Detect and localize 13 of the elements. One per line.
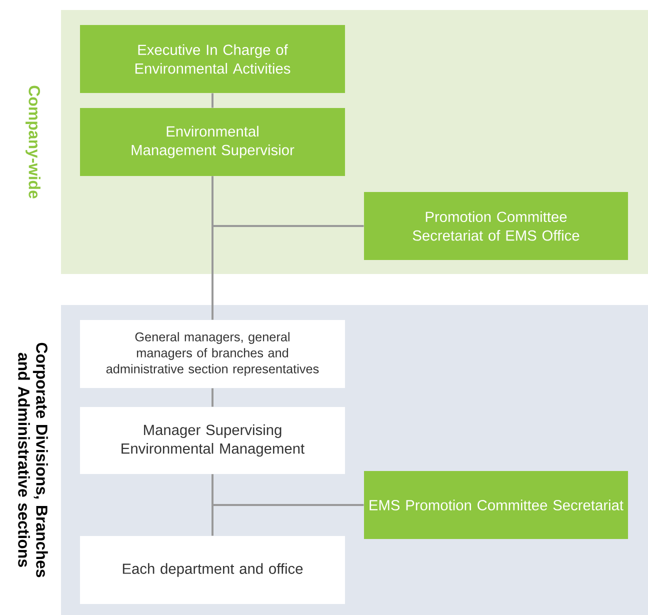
connector-line (212, 93, 214, 108)
org-box: Each department and office (80, 536, 345, 604)
org-box: EMS Promotion Committee Secretariat (364, 471, 628, 539)
org-box: General managers, general managers of branches and administrative section representatives (80, 320, 345, 388)
connector-line (212, 474, 364, 506)
org-box: Environmental Management Supervisior (80, 108, 345, 176)
connector-line (212, 388, 214, 407)
org-box: Executive In Charge of Environmental Activities (80, 25, 345, 93)
node-label: Company-wide (26, 86, 40, 198)
node-label: Corporate Divisions, Branches and Administrative sections (18, 342, 48, 578)
connector-line (212, 176, 364, 227)
org-box: Promotion Committee Secretariat of EMS Office (364, 192, 628, 260)
org-box: Manager Supervising Environmental Management (80, 407, 345, 474)
